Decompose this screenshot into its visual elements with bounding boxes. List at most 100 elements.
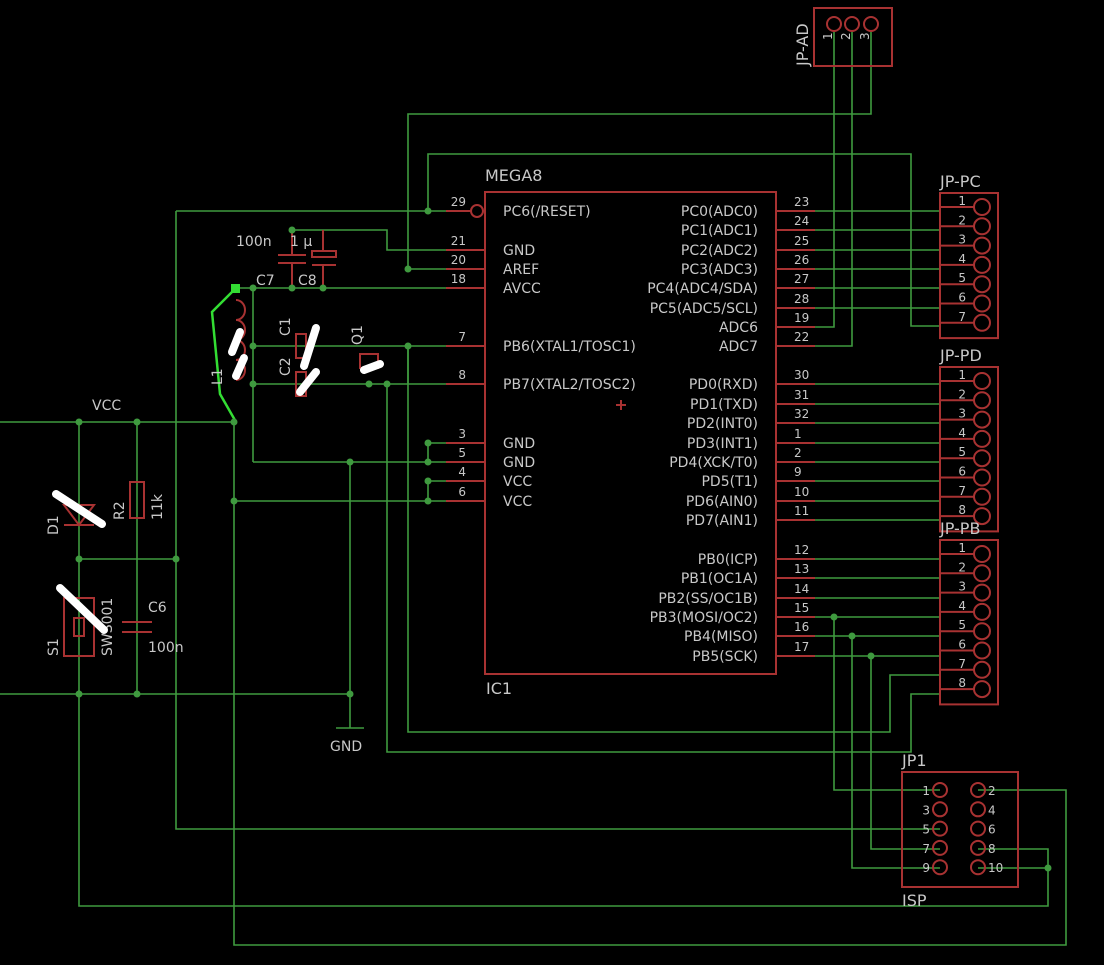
header-pin-circle — [973, 255, 991, 274]
header-pin-number: 1 — [821, 32, 835, 40]
label-layer: MEGA8IC129PC6(/RESET)21GND20AREF18AVCC7P… — [46, 23, 1003, 910]
header-pin-number: 6 — [958, 465, 966, 479]
header-pin-circle — [826, 16, 842, 32]
header-pin-number: 4 — [958, 252, 966, 266]
junction-dot — [424, 477, 432, 485]
header-pin-circle — [973, 372, 991, 390]
ic-pin-label: PD0(RXD) — [689, 377, 758, 393]
ic-pin-label: ADC7 — [719, 339, 758, 355]
d1-name: D1 — [46, 515, 62, 535]
junction-dot — [424, 458, 432, 466]
isp-pin-number: 3 — [922, 803, 930, 817]
wire-miso — [851, 636, 940, 869]
header-pin-number: 3 — [958, 407, 966, 421]
jp-ad-outline — [813, 7, 893, 67]
ic-pin-label: VCC — [503, 494, 532, 510]
header-pin-number: 7 — [958, 310, 966, 324]
ic-pin-label: AREF — [503, 262, 539, 278]
isp-pin-number: 1 — [922, 784, 930, 798]
ic-pin-label: PC5(ADC5/SCL) — [650, 301, 758, 317]
junction-dot — [172, 555, 180, 563]
header-pin-circle — [844, 16, 860, 32]
junction-dot — [830, 613, 838, 621]
header-pin-number: 6 — [958, 638, 966, 652]
r2-body — [129, 481, 145, 519]
isp-pin-number: 9 — [922, 861, 930, 875]
header-pin-number: 5 — [958, 618, 966, 632]
c8-plate — [311, 250, 337, 258]
header-pin-number: 1 — [958, 541, 966, 555]
header-pin-circle — [973, 641, 991, 660]
header-pin-number: 1 — [958, 194, 966, 208]
junction-dot — [346, 690, 354, 698]
header-pin-number: 2 — [958, 213, 966, 227]
junction-dot — [249, 342, 257, 350]
junction-dot — [867, 652, 875, 660]
junction-dot — [75, 418, 83, 426]
header-pin-number: 7 — [958, 484, 966, 498]
ic-pin-label: PB7(XTAL2/TOSC2) — [503, 377, 636, 393]
l1-name: L1 — [210, 368, 226, 385]
ic-pin-number: 22 — [794, 330, 809, 344]
wire-reset-header — [427, 153, 940, 327]
isp-pin-circle — [970, 782, 986, 798]
ic-pin-number: 13 — [794, 562, 809, 576]
header-pin-circle — [973, 236, 991, 255]
header-pin-circle — [973, 294, 991, 313]
ic-pin-number: 1 — [794, 427, 802, 441]
header-pin-circle — [973, 198, 991, 216]
junction-dot — [404, 342, 412, 350]
header-pin-circle — [973, 660, 991, 679]
ic-pin-label: PC4(ADC4/SDA) — [647, 281, 758, 297]
header-pin-circle — [973, 313, 991, 332]
wire-isp-gnd2 — [978, 848, 1049, 868]
c1-plate — [295, 333, 307, 359]
isp-pin-number: 5 — [922, 823, 930, 837]
ic-pin-number: 12 — [794, 543, 809, 557]
c6-value: 100n — [148, 640, 184, 656]
ic-pin-number: 2 — [794, 446, 802, 460]
ic-pin-number: 6 — [458, 485, 466, 499]
c7-name: C7 — [256, 273, 275, 289]
junction-dot — [1044, 864, 1052, 872]
s1-body — [63, 597, 95, 657]
junction-dot — [230, 497, 238, 505]
jp-ad-name: JP-AD — [793, 23, 812, 67]
ic-pin-number: 26 — [794, 253, 809, 267]
gnd-label: GND — [330, 739, 362, 755]
ic-pin-number: 4 — [458, 465, 466, 479]
isp-pin-circle — [932, 782, 948, 798]
junction-dot — [249, 284, 257, 292]
isp-pin-circle — [932, 801, 948, 818]
ic-pin-label: GND — [503, 436, 535, 452]
ic-pin-number: 23 — [794, 195, 809, 209]
wire-adc6 — [815, 32, 835, 328]
ic-pin-label: GND — [503, 243, 535, 259]
wire-pb6 — [407, 346, 940, 733]
ic-pin-label: VCC — [503, 474, 532, 490]
q1-name: Q1 — [350, 325, 366, 345]
ic-pin-number: 29 — [451, 195, 466, 209]
jp1-value: ISP — [902, 891, 927, 910]
ic-pin-label: PD6(AIN0) — [686, 494, 758, 510]
header-pin-number: 5 — [958, 271, 966, 285]
ic-pin-number: 8 — [458, 368, 466, 382]
jp-pd-outline — [939, 366, 999, 533]
header-pin-circle — [973, 622, 991, 641]
header-pin-circle — [973, 410, 991, 429]
header-pin-number: 2 — [958, 560, 966, 574]
c6-name: C6 — [148, 600, 167, 616]
s1-value: SWS001 — [100, 598, 116, 656]
ic-pin-number: 31 — [794, 388, 809, 402]
header-pin-number: 3 — [858, 32, 872, 40]
ic-pin-label: PB5(SCK) — [692, 649, 758, 665]
ic-pin-label: PC0(ADC0) — [681, 204, 758, 220]
vcc-label: VCC — [92, 398, 121, 414]
junction-dot — [365, 380, 373, 388]
isp-pin-number: 6 — [988, 823, 996, 837]
isp-pin-number: 8 — [988, 842, 996, 856]
ic-pin-label: PC3(ADC3) — [681, 262, 758, 278]
ic-pin-label: PD2(INT0) — [687, 416, 758, 432]
annotation-stroke — [232, 354, 248, 380]
junction-dot — [249, 380, 257, 388]
